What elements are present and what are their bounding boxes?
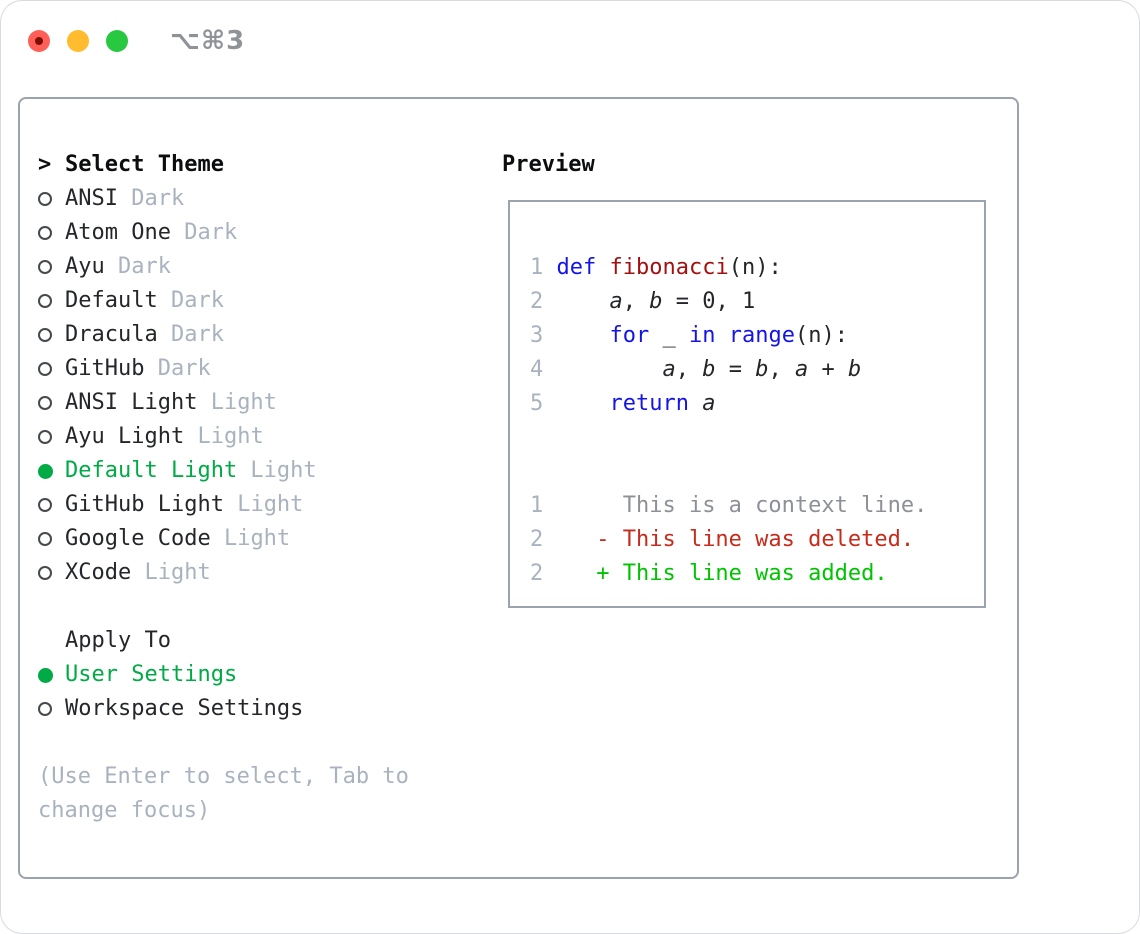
line-number: 4 — [530, 357, 544, 382]
zoom-button[interactable] — [106, 30, 128, 52]
theme-variant-label: Light — [197, 390, 277, 415]
preview-line: 2 + This line was added. — [530, 561, 888, 586]
theme-variant-label: Dark — [144, 356, 211, 381]
radio-icon — [38, 420, 65, 454]
theme-option-label: Default Light — [65, 458, 238, 483]
radio-icon — [38, 250, 65, 284]
radio-icon — [38, 386, 65, 420]
theme-variant-label: Light — [184, 424, 264, 449]
theme-option-default-light[interactable]: Default Light Light — [38, 454, 409, 488]
apply-option-label: Workspace Settings — [65, 696, 304, 721]
theme-option-xcode[interactable]: XCode Light — [38, 556, 409, 590]
theme-option-label: Ayu — [65, 254, 105, 279]
theme-option-default[interactable]: Default Dark — [38, 284, 409, 318]
apply-option-user-settings[interactable]: User Settings — [38, 658, 409, 692]
theme-list-header: Select Theme — [65, 152, 224, 177]
preview-line — [530, 421, 984, 455]
theme-option-ansi[interactable]: ANSI Dark — [38, 182, 409, 216]
help-text: (Use Enter to select, Tab to — [38, 764, 409, 789]
radio-icon — [38, 284, 65, 318]
theme-option-label: Default — [65, 288, 158, 313]
theme-option-label: ANSI Light — [65, 390, 198, 415]
theme-option-ayu-light[interactable]: Ayu Light Light — [38, 420, 409, 454]
theme-option-ansi-light[interactable]: ANSI Light Light — [38, 386, 409, 420]
theme-variant-label: Light — [210, 526, 291, 551]
radio-selected-icon — [38, 658, 65, 692]
preview-line: 4 a, b = b, a + b — [530, 357, 862, 382]
radio-icon — [38, 556, 65, 590]
preview-pane: 1 def fibonacci(n): 2 a, b = 0, 1 3 for _ … — [508, 200, 986, 608]
titlebar: ⌥⌘3 — [28, 26, 245, 56]
line-number: 2 — [530, 289, 544, 314]
theme-option-google-code[interactable]: Google Code Light — [38, 522, 409, 556]
preview-line: 2 - This line was deleted. — [530, 527, 915, 552]
window-title: ⌥⌘3 — [170, 26, 246, 56]
apply-to-header-row: Apply To — [38, 624, 409, 658]
theme-variant-label: Dark — [117, 186, 185, 211]
close-button-dot-icon — [35, 37, 43, 45]
theme-variant-label: Dark — [104, 254, 171, 279]
radio-icon — [38, 352, 65, 386]
apply-to-header: Apply To — [65, 628, 171, 653]
theme-option-label: GitHub — [65, 356, 145, 381]
preview-line: 3 for _ in range(n): — [530, 323, 848, 348]
radio-icon — [38, 692, 65, 726]
theme-option-github-light[interactable]: GitHub Light Light — [38, 488, 409, 522]
apply-option-label: User Settings — [65, 662, 238, 687]
focus-cursor-icon: > — [38, 152, 52, 177]
theme-option-label: XCode — [65, 560, 132, 585]
radio-icon — [38, 522, 65, 556]
preview-line: 1 def fibonacci(n): — [530, 255, 782, 280]
theme-option-github[interactable]: GitHub Dark — [38, 352, 409, 386]
theme-option-label: ANSI — [65, 186, 118, 211]
theme-option-ayu[interactable]: Ayu Dark — [38, 250, 409, 284]
theme-variant-label: Light — [223, 492, 304, 517]
theme-variant-label: Dark — [157, 288, 224, 313]
line-number: 5 — [530, 391, 544, 416]
theme-variant-label: Light — [237, 458, 317, 483]
preview-line: 5 return a — [530, 391, 716, 416]
apply-option-workspace-settings[interactable]: Workspace Settings — [38, 692, 409, 726]
theme-option-label: Atom One — [65, 220, 171, 245]
preview-line — [530, 217, 984, 251]
radio-icon — [38, 488, 65, 522]
radio-icon — [38, 318, 65, 352]
theme-option-label: Google Code — [65, 526, 211, 551]
minimize-button[interactable] — [67, 30, 89, 52]
theme-option-dracula[interactable]: Dracula Dark — [38, 318, 409, 352]
theme-variant-label: Dark — [157, 322, 224, 347]
theme-variant-label: Dark — [170, 220, 238, 245]
preview-line: 2 a, b = 0, 1 — [530, 289, 756, 314]
theme-option-atom-one[interactable]: Atom One Dark — [38, 216, 409, 250]
radio-selected-icon — [38, 454, 65, 488]
close-button[interactable] — [28, 30, 50, 52]
preview-title: Preview — [502, 152, 595, 177]
preview-line: 1 This is a context line. — [530, 493, 928, 518]
line-number: 3 — [530, 323, 544, 348]
theme-list-header-row: > Select Theme — [38, 148, 409, 182]
help-text: change focus) — [38, 798, 211, 823]
preview-line — [530, 455, 984, 489]
theme-option-label: GitHub Light — [65, 492, 224, 517]
line-number: 1 — [530, 255, 544, 280]
theme-option-label: Ayu Light — [65, 424, 185, 449]
theme-variant-label: Light — [131, 560, 211, 585]
line-number: 2 — [530, 527, 544, 552]
theme-option-label: Dracula — [65, 322, 158, 347]
radio-icon — [38, 216, 65, 250]
line-number: 1 — [530, 493, 544, 518]
radio-icon — [38, 182, 65, 216]
line-number: 2 — [530, 561, 544, 586]
